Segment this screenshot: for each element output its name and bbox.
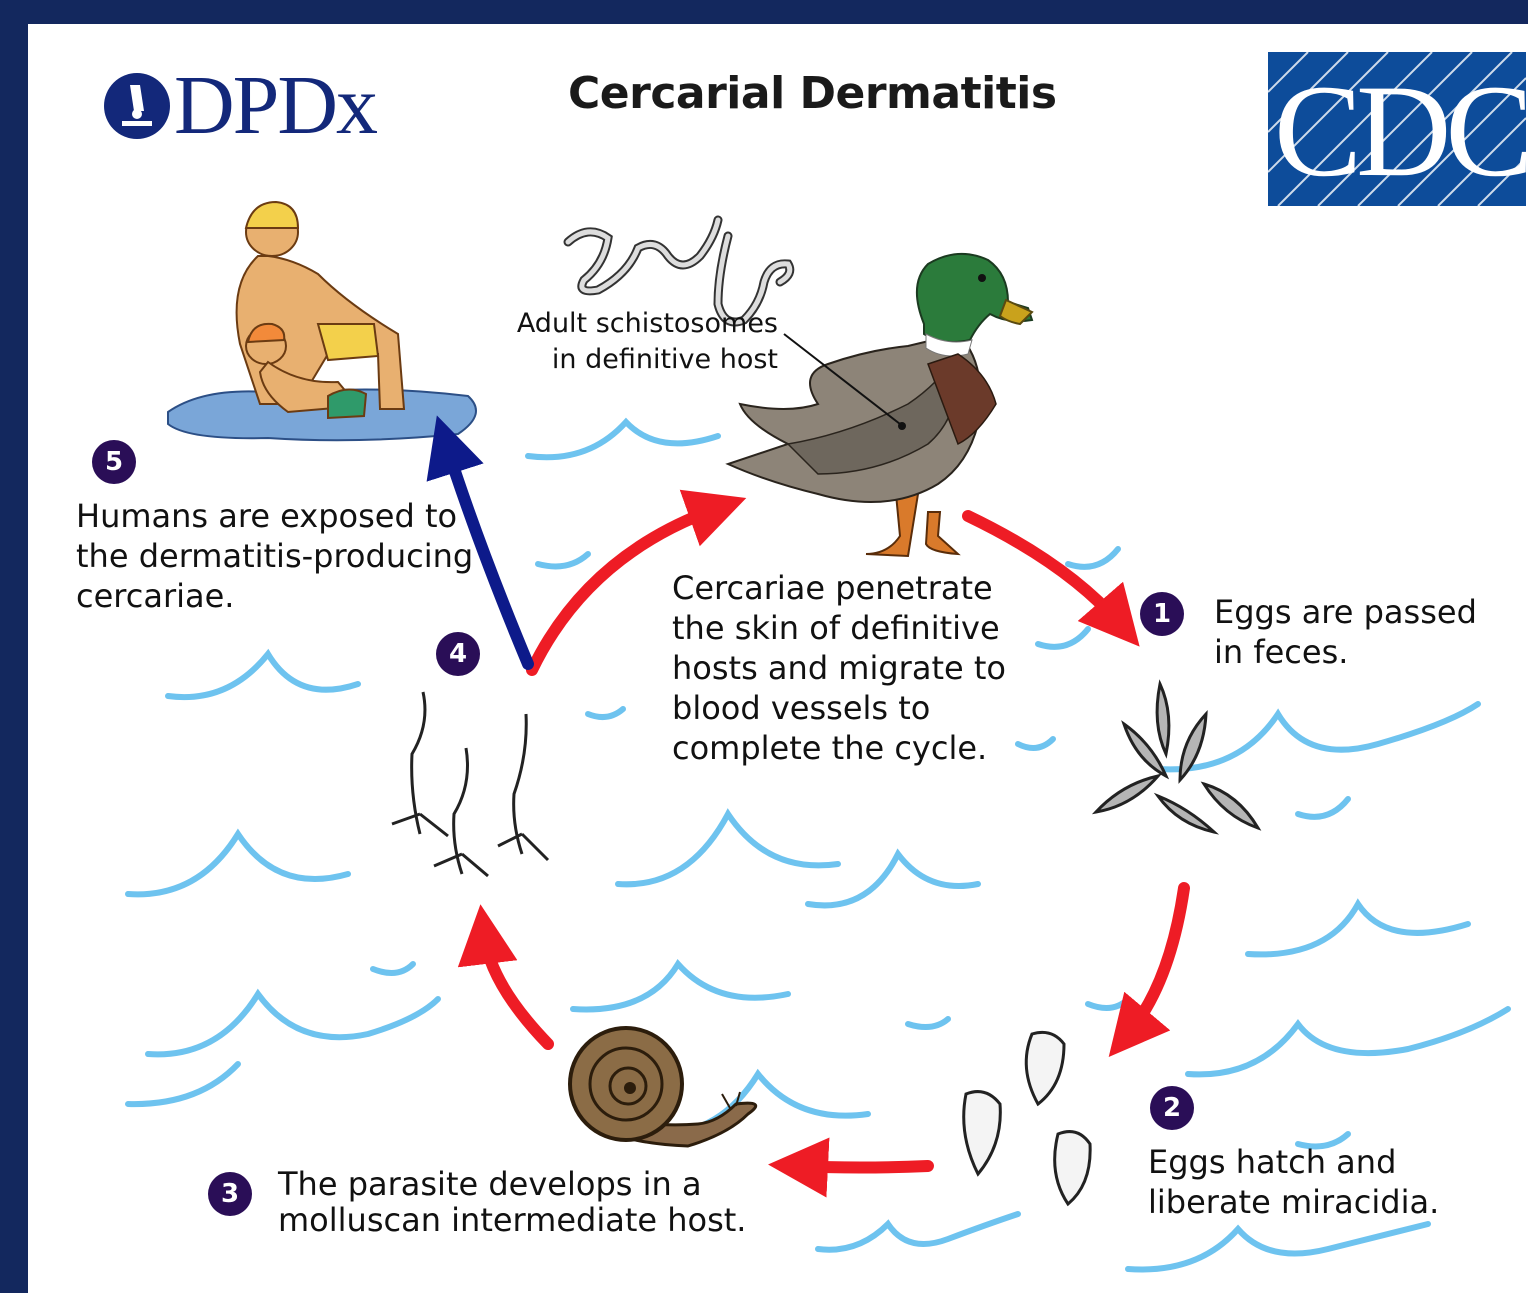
cercariae-illustration bbox=[392, 692, 548, 876]
cdc-logo-text: CDC bbox=[1274, 56, 1524, 206]
cdc-logo: CDC bbox=[1268, 52, 1526, 206]
humans-swimming-illustration bbox=[168, 202, 476, 440]
step-1-text: Eggs are passed in feces. bbox=[1214, 592, 1477, 672]
duck-illustration bbox=[728, 254, 1032, 556]
step-3-text: The parasite develops in a molluscan int… bbox=[278, 1166, 746, 1238]
dpdx-logo: DPDx bbox=[104, 64, 376, 148]
microscope-icon bbox=[104, 73, 170, 139]
adult-schistosomes-label: Adult schistosomes in definitive host bbox=[514, 306, 778, 378]
step-1-badge: 1 bbox=[1140, 592, 1184, 636]
step-2-text: Eggs hatch and liberate miracidia. bbox=[1148, 1142, 1439, 1222]
cercariae-penetrate-label: Cercariae penetrate the skin of definiti… bbox=[672, 568, 1006, 768]
step-5-badge: 5 bbox=[92, 440, 136, 484]
life-cycle-diagram: DPDx Cercarial Dermatitis CDC Adult schi… bbox=[28, 24, 1528, 1293]
page-title: Cercarial Dermatitis bbox=[568, 68, 1057, 119]
miracidia-illustration bbox=[964, 1032, 1090, 1204]
dpdx-logo-text: DPDx bbox=[174, 64, 376, 148]
step-5-text: Humans are exposed to the dermatitis-pro… bbox=[76, 496, 473, 616]
step-4-badge: 4 bbox=[436, 632, 480, 676]
step-3-badge: 3 bbox=[208, 1172, 252, 1216]
step-2-badge: 2 bbox=[1150, 1086, 1194, 1130]
snail-illustration bbox=[570, 1028, 756, 1146]
life-cycle-arrows bbox=[446, 444, 1184, 1168]
